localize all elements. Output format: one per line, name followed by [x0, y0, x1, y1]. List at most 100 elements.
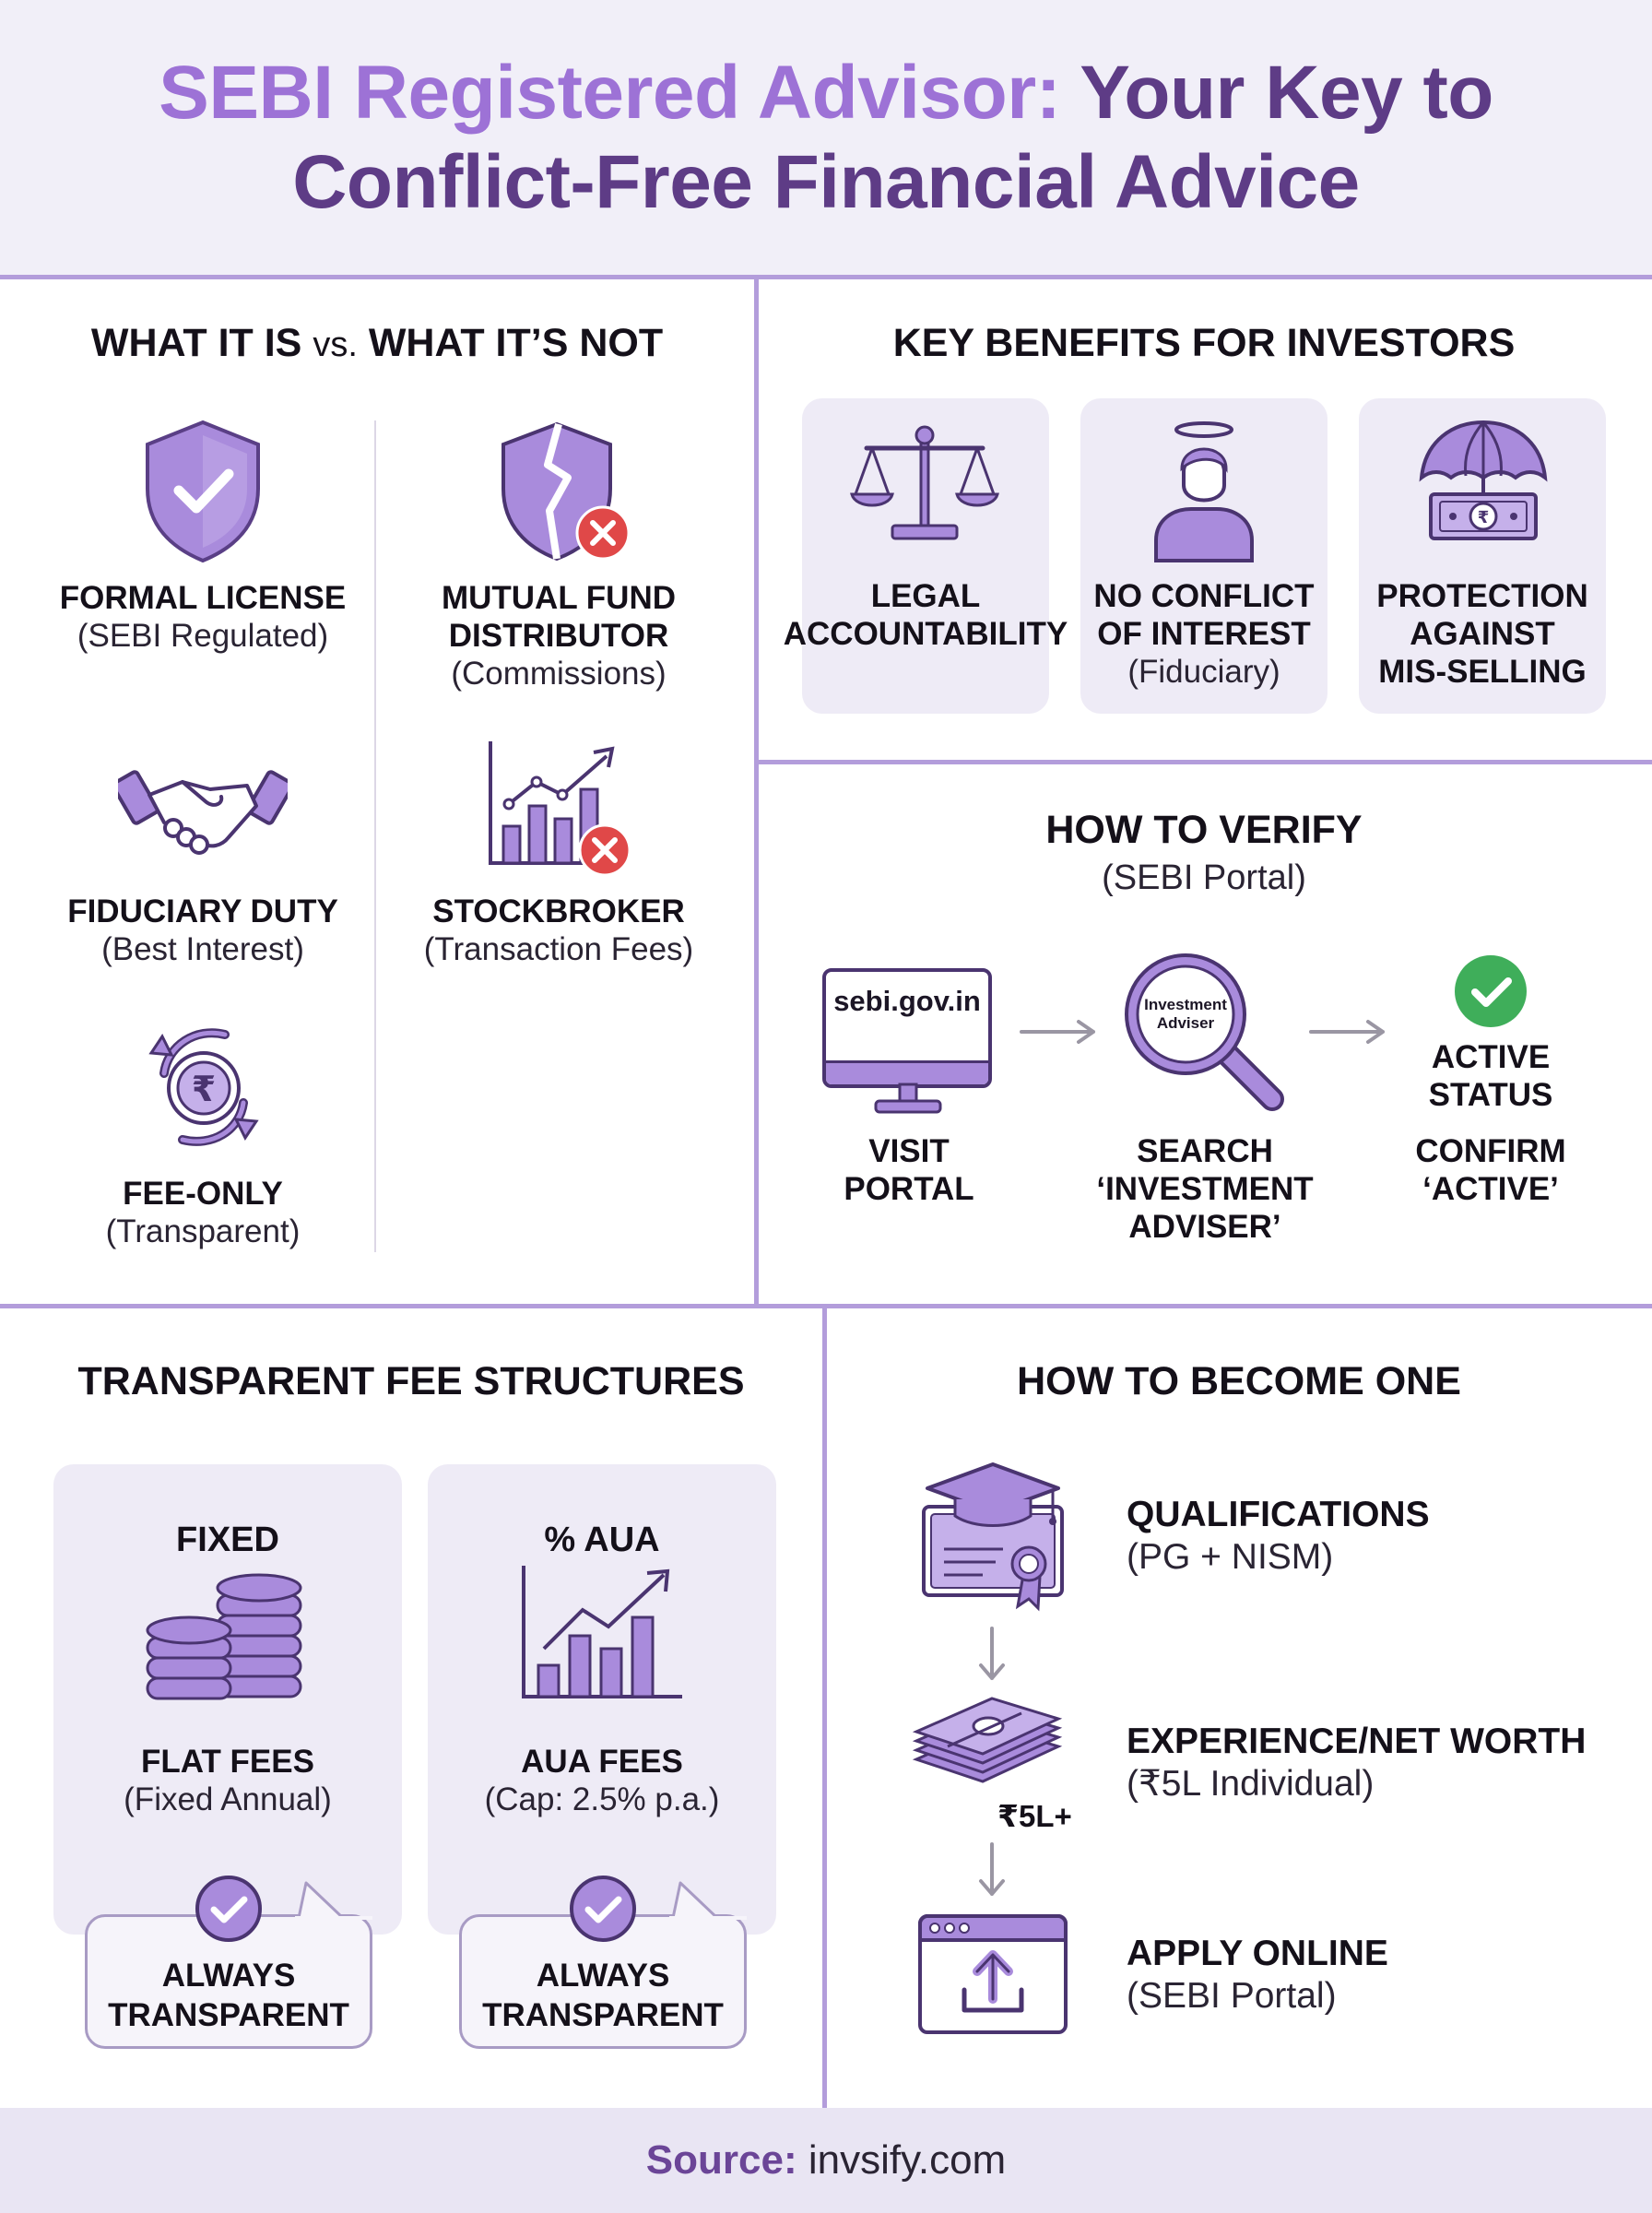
- is-item-fiduciary-duty: FIDUCIARY DUTY (Best Interest): [28, 893, 378, 968]
- upload-window-icon: [918, 1914, 1068, 2034]
- money-stack-icon: [912, 1697, 1063, 1783]
- monitor-bezel: [826, 1060, 988, 1084]
- benefit-protection-label: PROTECTION AGAINST MIS-SELLING: [1359, 577, 1606, 691]
- rupee-cycle-icon: ₹: [148, 1028, 259, 1146]
- person-halo-icon: [1154, 421, 1254, 562]
- heading-vs: vs.: [313, 325, 358, 364]
- fee-card-top-text: % AUA: [544, 1521, 660, 1559]
- verify-step-confirm: CONFIRM ‘ACTIVE’: [1383, 1132, 1599, 1208]
- become-step-apply: APPLY ONLINE (SEBI Portal): [1127, 1933, 1634, 2018]
- bubble-line1: ALWAYS: [536, 1958, 670, 1994]
- benefit-line2: OF INTEREST: [1097, 616, 1311, 652]
- page-title: SEBI Registered Advisor: Your Key to Con…: [0, 48, 1652, 227]
- magnifier-text: Investment Adviser: [1134, 996, 1237, 1033]
- step-line2: ‘ACTIVE’: [1422, 1171, 1559, 1207]
- growth-chart-icon: [522, 1566, 682, 1698]
- benefit-sub: (Fiduciary): [1127, 654, 1280, 690]
- arrow-right-icon: [1020, 1020, 1095, 1044]
- verify-subheading: (SEBI Portal): [756, 859, 1652, 897]
- step-line1: VISIT: [868, 1133, 950, 1169]
- become-step-title: EXPERIENCE/NET WORTH: [1127, 1722, 1587, 1761]
- not-item-title-line2: DISTRIBUTOR: [448, 618, 669, 654]
- source-label: Source:: [645, 2137, 797, 2183]
- divider-middle: [0, 1304, 1652, 1308]
- heading-what-its-not: WHAT IT’S NOT: [368, 321, 664, 365]
- is-item-formal-license: FORMAL LICENSE (SEBI Regulated): [28, 579, 378, 655]
- verify-heading: HOW TO VERIFY: [1045, 808, 1363, 852]
- fee-card-fixed: [53, 1464, 402, 1935]
- bar-chart-x-icon: [489, 741, 631, 877]
- step-line3: ADVISER’: [1128, 1209, 1281, 1245]
- benefit-line2: ACCOUNTABILITY: [783, 616, 1068, 652]
- is-item-title: FIDUCIARY DUTY: [67, 893, 338, 929]
- certificate-icon: [922, 1462, 1064, 1612]
- green-check-icon: [1455, 955, 1527, 1027]
- verify-step-search: SEARCH ‘INVESTMENT ADVISER’: [1069, 1132, 1340, 1246]
- broken-shield-icon: [502, 421, 631, 562]
- benefit-no-conflict-label: NO CONFLICT OF INTEREST (Fiduciary): [1080, 577, 1328, 691]
- fee-card-title: AUA FEES: [521, 1744, 683, 1780]
- verify-step-visit: VISIT PORTAL: [796, 1132, 1021, 1208]
- bubble-line2: TRANSPARENT: [482, 1997, 724, 2033]
- footer-source: Source: invsify.com: [0, 2137, 1652, 2183]
- become-step-qualifications: QUALIFICATIONS (PG + NISM): [1127, 1494, 1634, 1579]
- is-item-sub: (Best Interest): [101, 931, 304, 967]
- step-line2: ‘INVESTMENT: [1096, 1171, 1314, 1207]
- monitor-url: sebi.gov.in: [833, 985, 981, 1017]
- fee-card-sub: (Cap: 2.5% p.a.): [484, 1781, 720, 1817]
- not-item-sub: (Commissions): [451, 656, 667, 692]
- heading-what-it-is: WHAT IT IS: [90, 321, 302, 365]
- coin-stacks-icon: [146, 1573, 302, 1700]
- bubble-line2: TRANSPARENT: [108, 1997, 349, 2033]
- check-circle-icon: [570, 1876, 636, 1942]
- fee-card-aua-top: % AUA: [428, 1521, 776, 1559]
- become-step-title: APPLY ONLINE: [1127, 1934, 1388, 1973]
- is-item-sub: (Transparent): [105, 1213, 301, 1249]
- is-item-sub: (SEBI Regulated): [77, 618, 329, 654]
- not-item-title-line1: MUTUAL FUND: [441, 580, 677, 616]
- divider-benefits-verify: [756, 760, 1652, 764]
- step-line1: CONFIRM: [1415, 1133, 1566, 1169]
- not-item-sub: (Transaction Fees): [423, 931, 694, 967]
- fees-heading: TRANSPARENT FEE STRUCTURES: [77, 1359, 745, 1403]
- title-line-2: Conflict-Free Financial Advice: [292, 140, 1360, 224]
- divider-header: [0, 275, 1652, 279]
- divider-bottom-vertical: [822, 1308, 827, 2108]
- become-step-experience: EXPERIENCE/NET WORTH (₹5L Individual): [1127, 1721, 1643, 1805]
- title-part-2: Your Key to: [1080, 51, 1493, 135]
- svg-text:₹: ₹: [1478, 508, 1490, 527]
- become-heading: HOW TO BECOME ONE: [1017, 1359, 1461, 1403]
- fee-card-fixed-top: FIXED: [53, 1521, 402, 1559]
- step-line2: PORTAL: [844, 1171, 974, 1207]
- magnifier-line1: Investment: [1144, 996, 1227, 1013]
- become-step-sub: (PG + NISM): [1127, 1537, 1334, 1577]
- verify-subheading-text: (SEBI Portal): [1102, 858, 1306, 897]
- magnifier-line2: Adviser: [1156, 1014, 1215, 1032]
- active-line2: STATUS: [1428, 1077, 1553, 1113]
- monitor-stand-icon: [874, 1083, 942, 1114]
- benefit-line1: PROTECTION: [1376, 578, 1588, 614]
- benefit-line1: LEGAL: [870, 578, 981, 614]
- fee-card-title: FLAT FEES: [141, 1744, 314, 1780]
- benefit-line2: AGAINST: [1410, 616, 1555, 652]
- fee-card-fixed-label: FLAT FEES (Fixed Annual): [53, 1743, 402, 1818]
- monitor-icon: sebi.gov.in: [822, 968, 992, 1088]
- arrow-right-icon: [1309, 1020, 1385, 1044]
- handshake-icon: [118, 770, 288, 855]
- not-item-title: STOCKBROKER: [432, 893, 685, 929]
- divider-is-vs-not: [374, 420, 376, 1252]
- become-step-sub: (SEBI Portal): [1127, 1976, 1337, 2016]
- benefits-heading: KEY BENEFITS FOR INVESTORS: [892, 321, 1516, 365]
- what-it-is-heading: WHAT IT IS vs. WHAT IT’S NOT: [0, 321, 754, 366]
- is-item-fee-only: FEE-ONLY (Transparent): [28, 1175, 378, 1250]
- not-item-mutual-fund-distributor: MUTUAL FUND DISTRIBUTOR (Commissions): [384, 579, 734, 692]
- divider-top-vertical: [754, 277, 759, 1308]
- source-link[interactable]: invsify.com: [808, 2137, 1007, 2183]
- svg-text:₹: ₹: [192, 1069, 216, 1109]
- benefit-line3: MIS-SELLING: [1378, 654, 1587, 690]
- money-label: ₹5L+: [997, 1799, 1072, 1833]
- bubble-line1: ALWAYS: [161, 1958, 296, 1994]
- step-line1: SEARCH: [1137, 1133, 1273, 1169]
- scales-icon: [850, 425, 999, 540]
- is-item-title: FEE-ONLY: [123, 1176, 283, 1212]
